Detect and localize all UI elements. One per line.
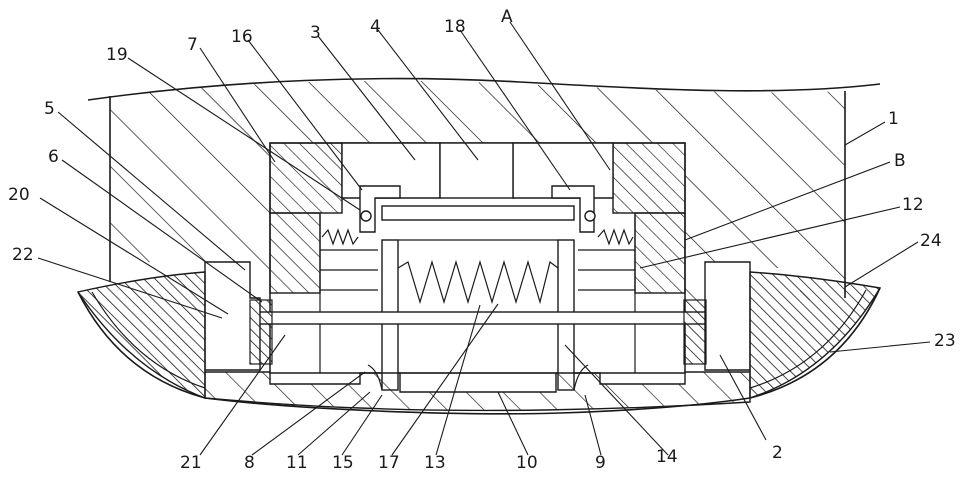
label-13: 13 xyxy=(424,453,446,473)
label-19: 19 xyxy=(106,45,128,65)
label-14: 14 xyxy=(656,447,678,467)
label-16: 16 xyxy=(231,27,253,47)
label-10: 10 xyxy=(516,453,538,473)
label-9: 9 xyxy=(595,453,606,473)
label-18: 18 xyxy=(444,17,466,37)
label-15: 15 xyxy=(332,453,354,473)
curved-skirt-right xyxy=(750,272,880,398)
label-20: 20 xyxy=(8,185,30,205)
label-21: 21 xyxy=(180,453,202,473)
label-22: 22 xyxy=(12,245,34,265)
label-24: 24 xyxy=(920,231,942,251)
label-1: 1 xyxy=(888,109,899,129)
top-plunger-part-4 xyxy=(342,143,613,220)
label-8: 8 xyxy=(244,453,255,473)
label-11: 11 xyxy=(286,453,308,473)
curved-skirt-left xyxy=(78,272,205,398)
base-plate-part-2 xyxy=(205,372,750,414)
label-3: 3 xyxy=(310,23,321,43)
label-4: 4 xyxy=(370,17,381,37)
label-B: B xyxy=(894,151,906,171)
label-6: 6 xyxy=(48,147,59,167)
label-12: 12 xyxy=(902,195,924,215)
label-17: 17 xyxy=(378,453,400,473)
label-A: A xyxy=(501,7,513,27)
label-7: 7 xyxy=(187,35,198,55)
label-2: 2 xyxy=(772,443,783,463)
horizontal-shaft xyxy=(220,310,734,326)
label-23: 23 xyxy=(934,331,956,351)
label-5: 5 xyxy=(44,99,55,119)
